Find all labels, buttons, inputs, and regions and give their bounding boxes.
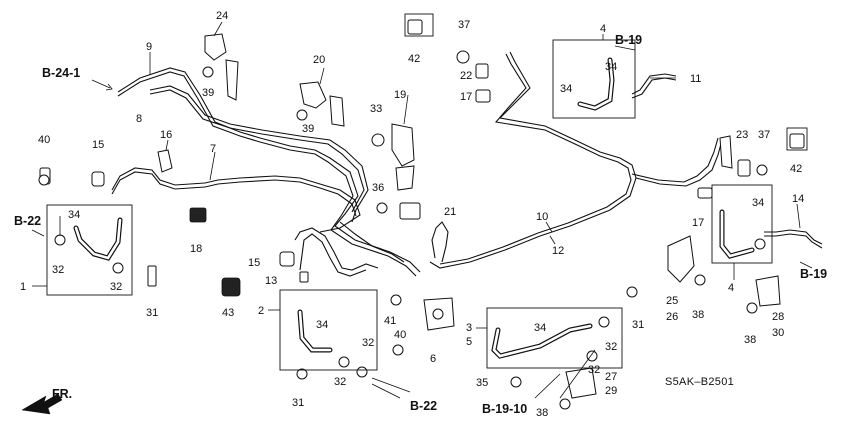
ref-b19-top: B-19 [615, 33, 642, 47]
direction-label: FR. [52, 387, 72, 401]
callout-39-b: 39 [302, 123, 314, 135]
ref-b19-10: B-19-10 [482, 402, 527, 416]
callout-30: 30 [772, 327, 784, 339]
callout-34-center: 34 [316, 319, 328, 331]
callout-18: 18 [190, 243, 202, 255]
callout-9: 9 [146, 41, 152, 53]
callout-15-left: 15 [92, 139, 104, 151]
callout-41: 41 [384, 315, 396, 327]
ref-b19-right: B-19 [800, 267, 827, 281]
reference-labels: B-24-1 B-19 B-19 B-22 B-22 B-19-10 [14, 33, 827, 416]
callout-34-left: 34 [68, 209, 80, 221]
callout-38-c: 38 [536, 407, 548, 419]
callout-25: 25 [666, 295, 678, 307]
brake-lines [111, 51, 823, 277]
callout-12: 12 [552, 245, 564, 257]
callout-40-center: 40 [394, 329, 406, 341]
diagram-code: S5AK–B2501 [665, 376, 734, 388]
callout-31-right: 31 [632, 319, 644, 331]
callout-43: 43 [222, 307, 234, 319]
callout-32-a: 32 [52, 264, 64, 276]
callout-17-top: 17 [460, 91, 472, 103]
callout-40-left: 40 [38, 134, 50, 146]
callout-37-right: 37 [758, 129, 770, 141]
callout-14: 14 [792, 193, 804, 205]
callout-19: 19 [394, 89, 406, 101]
callout-31-bottom: 31 [292, 397, 304, 409]
callout-10: 10 [536, 211, 548, 223]
callout-16: 16 [160, 129, 172, 141]
callout-17-right: 17 [692, 217, 704, 229]
assembly-boxes [46, 13, 808, 371]
callout-24: 24 [216, 10, 228, 22]
reference-arrows [31, 45, 813, 399]
callout-27: 27 [605, 371, 617, 383]
callout-15-center: 15 [248, 257, 260, 269]
ref-b22-bottom: B-22 [410, 399, 437, 413]
callout-29: 29 [605, 385, 617, 397]
ref-b24-1: B-24-1 [42, 66, 80, 80]
callout-4-top: 4 [600, 23, 606, 35]
callout-1: 1 [20, 281, 26, 293]
callout-11: 11 [690, 73, 701, 85]
leader-lines [32, 21, 801, 399]
callout-34-top-left: 34 [560, 83, 572, 95]
callout-31-left: 31 [146, 307, 158, 319]
callout-32-c: 32 [362, 337, 374, 349]
callout-33: 33 [370, 103, 382, 115]
callout-42-right: 42 [790, 163, 802, 175]
brake-hoses [73, 57, 755, 359]
callout-2: 2 [258, 305, 264, 317]
callout-32-e: 32 [605, 341, 617, 353]
callout-39-a: 39 [202, 87, 214, 99]
front-direction-arrow: FR. [21, 387, 72, 415]
callout-23: 23 [736, 129, 748, 141]
callout-34-right: 34 [752, 197, 764, 209]
callout-7: 7 [210, 143, 216, 155]
callout-32-d: 32 [334, 376, 346, 388]
callout-32-f: 32 [588, 364, 600, 376]
callout-38-b: 38 [744, 334, 756, 346]
callout-37-top: 37 [458, 19, 470, 31]
callout-4-right: 4 [728, 282, 734, 294]
callout-5: 5 [466, 336, 472, 348]
callout-8: 8 [136, 113, 142, 125]
callout-21: 21 [444, 206, 456, 218]
callout-13: 13 [265, 275, 277, 287]
hardware-parts [38, 19, 805, 410]
callout-6: 6 [430, 353, 436, 365]
callout-36: 36 [372, 182, 384, 194]
callout-35: 35 [476, 377, 488, 389]
callout-38-a: 38 [692, 309, 704, 321]
callout-26: 26 [666, 311, 678, 323]
callout-22: 22 [460, 70, 472, 82]
part-callouts: 1 2 3 4 4 5 6 7 8 9 10 11 12 13 14 15 15… [20, 10, 804, 419]
callout-32-b: 32 [110, 281, 122, 293]
ref-b22-left: B-22 [14, 214, 41, 228]
callout-34-top-right: 34 [605, 61, 617, 73]
callout-28: 28 [772, 311, 784, 323]
callout-42-top: 42 [408, 53, 420, 65]
callout-3: 3 [466, 322, 472, 334]
callout-34-bottom: 34 [534, 322, 546, 334]
callout-20: 20 [313, 54, 325, 66]
